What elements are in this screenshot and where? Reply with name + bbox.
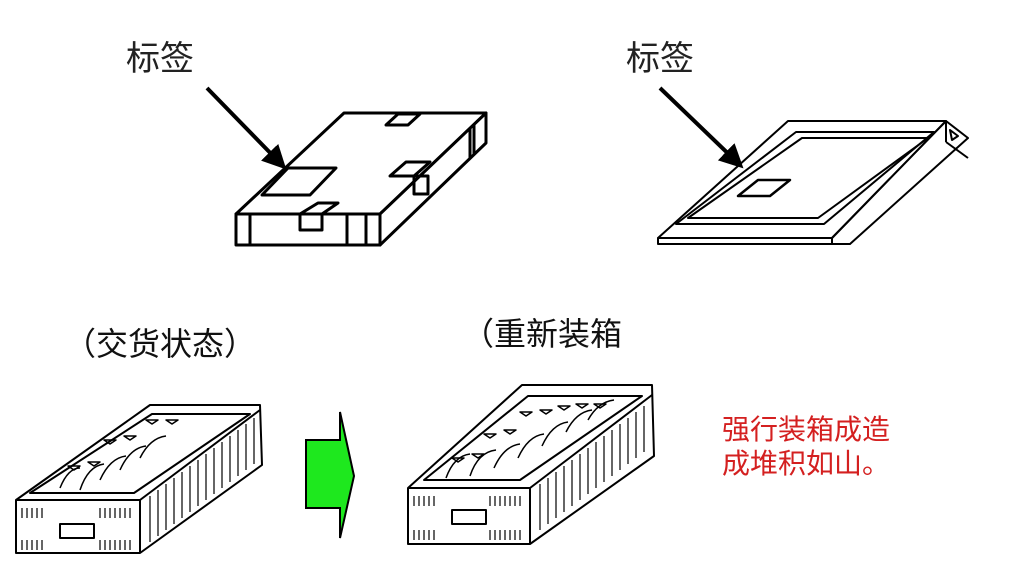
caption-delivery-state: （交货状态） bbox=[64, 328, 256, 360]
warning-line-1: 强行装箱成造 bbox=[722, 413, 890, 446]
labeled-tray-diagram bbox=[658, 121, 968, 244]
warning-line-2: 成堆积如山。 bbox=[722, 447, 890, 480]
pointer-arrow-right bbox=[660, 88, 740, 165]
label-top-left: 标签 bbox=[126, 42, 194, 76]
warning-note: 强行装箱成造 成堆积如山。 bbox=[722, 413, 890, 480]
label-top-right: 标签 bbox=[626, 42, 694, 76]
crate-repacked bbox=[408, 385, 654, 544]
caption-repacking: （重新装箱 bbox=[462, 318, 622, 350]
pointer-arrow-left bbox=[207, 88, 283, 166]
labeled-box-diagram bbox=[236, 113, 486, 245]
transition-arrow bbox=[306, 412, 354, 538]
crate-delivery bbox=[16, 405, 262, 553]
